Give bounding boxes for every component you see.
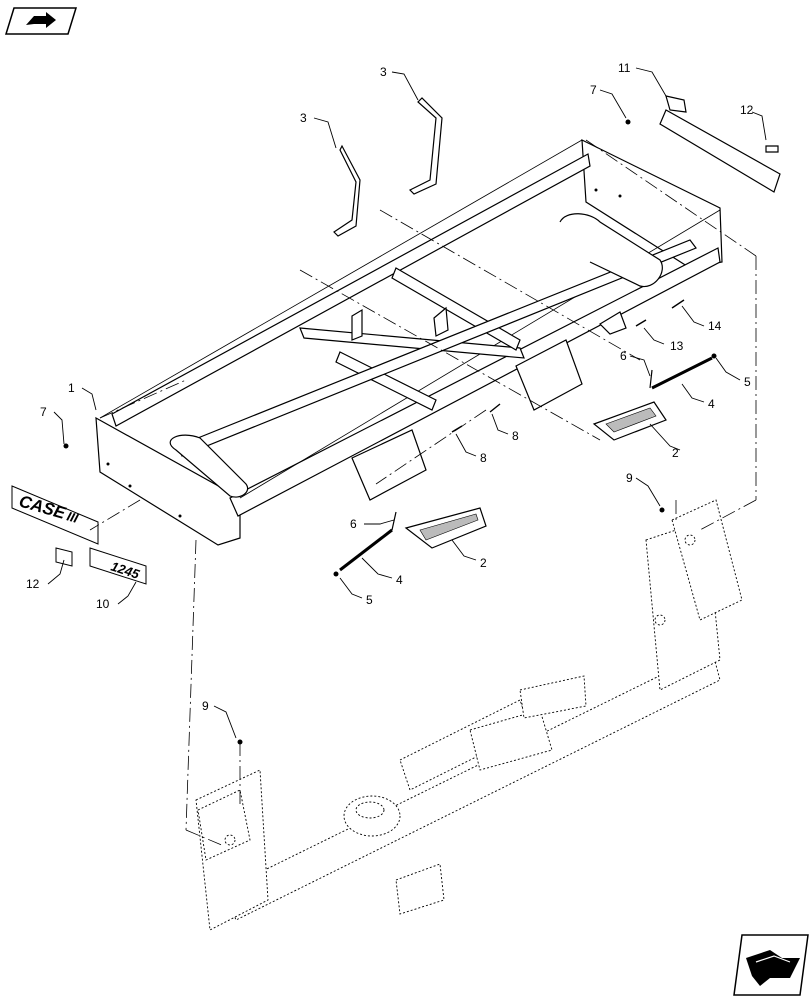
callout-4-left: 4 (396, 573, 403, 587)
callout-7-right: 7 (590, 83, 597, 97)
pin-left (333, 511, 397, 577)
callout-14: 14 (708, 319, 722, 333)
open-book-icon[interactable] (4, 7, 78, 35)
shield-plate (659, 95, 781, 193)
callout-5-right: 5 (744, 375, 751, 389)
step-right (592, 401, 667, 441)
callout-11: 11 (618, 61, 631, 75)
callout-3-right: 3 (380, 65, 387, 79)
handrail-right (408, 97, 443, 195)
callout-labels: 1 2 2 3 3 4 4 5 5 6 6 7 7 8 8 9 9 10 11 … (26, 61, 754, 713)
callout-5-left: 5 (366, 593, 373, 607)
small-hardware (63, 119, 685, 745)
model-text: 1245 (109, 559, 142, 582)
callout-3-left: 3 (300, 111, 307, 125)
callout-2-left: 2 (480, 556, 487, 570)
next-page-arrow-icon[interactable] (733, 934, 809, 996)
callout-9-left: 9 (202, 699, 209, 713)
callout-2-right: 2 (672, 446, 679, 460)
callout-4-right: 4 (708, 397, 715, 411)
callout-8-right: 8 (512, 429, 519, 443)
brand-mark-text: III (65, 508, 80, 526)
pin-right (649, 353, 717, 390)
brand-decal: CASE III 1245 (11, 485, 147, 585)
handrail-left (333, 144, 361, 237)
callout-10: 10 (96, 597, 110, 611)
axle-assembly (195, 499, 743, 931)
callout-6-left: 6 (350, 517, 357, 531)
callout-6-right: 6 (620, 349, 627, 363)
callout-7-left: 7 (40, 405, 47, 419)
callout-8-left: 8 (480, 451, 487, 465)
step-left (404, 507, 487, 549)
callout-13: 13 (670, 339, 684, 353)
callout-12-right: 12 (740, 103, 754, 117)
callout-12-left: 12 (26, 577, 40, 591)
callout-9-right: 9 (626, 471, 633, 485)
callout-1: 1 (68, 381, 75, 395)
centerlines (89, 139, 757, 847)
leader-lines (47, 67, 767, 739)
